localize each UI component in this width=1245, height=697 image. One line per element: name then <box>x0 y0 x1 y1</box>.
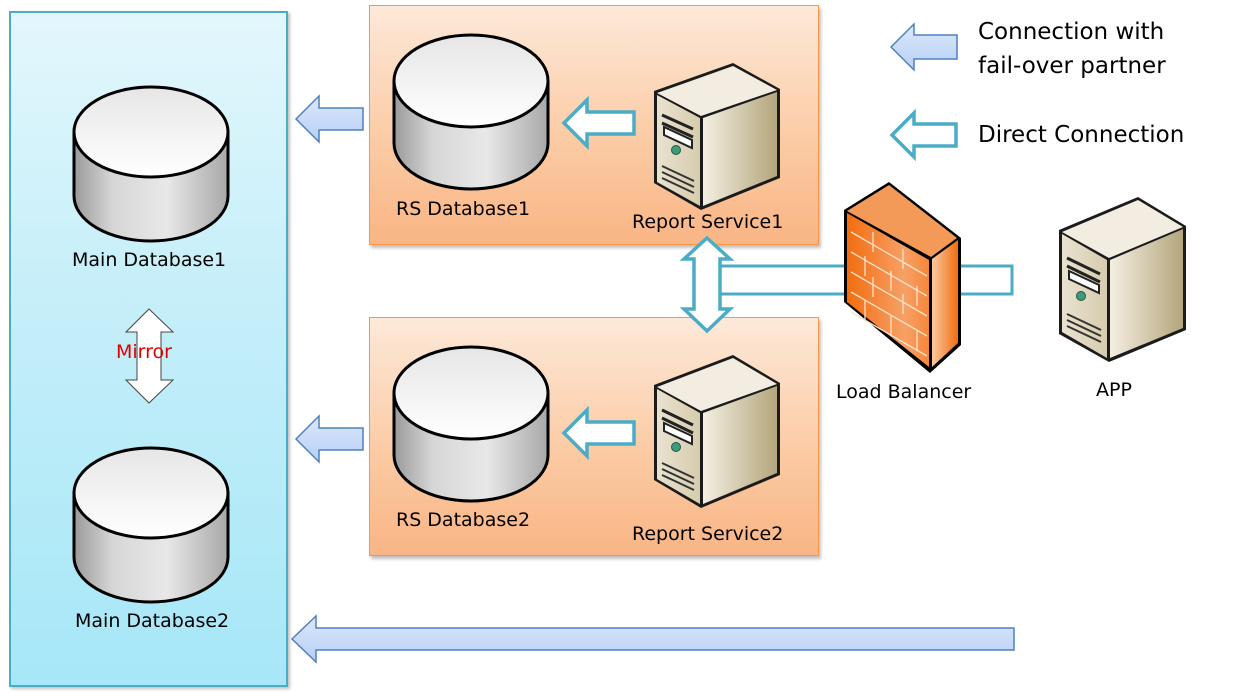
mirror-double-arrow-icon <box>124 308 175 404</box>
rs-database1-icon <box>392 33 550 191</box>
app-server-icon <box>1059 197 1186 362</box>
failover-arrow-rs1 <box>294 94 364 144</box>
legend-failover-label-line1: Connection with <box>978 19 1165 45</box>
rs-database1-label: RS Database1 <box>396 198 531 220</box>
direct-arrow-rs2 <box>561 405 636 461</box>
rs-database2-label: RS Database2 <box>396 509 531 531</box>
legend-direct-arrow-icon <box>889 108 958 162</box>
main-database2-icon <box>72 446 230 604</box>
main-database2-label: Main Database2 <box>75 610 230 632</box>
report-service1-label: Report Service1 <box>632 211 784 233</box>
app-label: APP <box>1096 379 1132 401</box>
mirror-label: Mirror <box>116 341 172 363</box>
direct-arrow-rs1 <box>561 95 636 151</box>
main-database1-icon <box>72 85 230 243</box>
legend-failover-label-line2: fail-over partner <box>978 53 1166 79</box>
load-balancer-firewall-icon <box>844 182 961 373</box>
legend-direct-label: Direct Connection <box>978 122 1185 148</box>
report-service2-server-icon <box>654 355 780 508</box>
report-service1-server-icon <box>654 63 780 210</box>
failover-arrow-rs2 <box>294 414 364 464</box>
rs-database2-icon <box>392 345 550 503</box>
load-balancer-label: Load Balancer <box>836 381 972 403</box>
report-service2-label: Report Service2 <box>632 523 784 545</box>
legend-failover-arrow-icon <box>889 22 958 72</box>
failover-arrow-app <box>290 614 1015 664</box>
main-database1-label: Main Database1 <box>72 249 227 271</box>
